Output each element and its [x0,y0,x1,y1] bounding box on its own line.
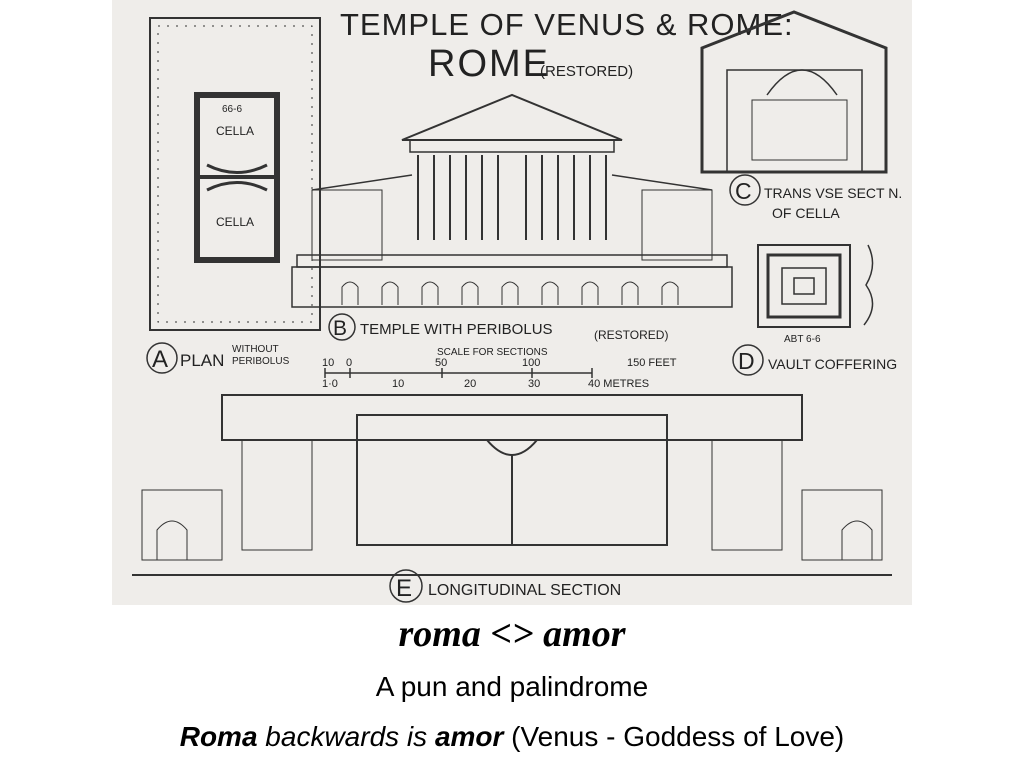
section-e-letter: E [396,575,412,602]
plan-drawing [149,17,321,331]
caption-mid: backwards is [257,721,435,752]
caption-explanation: Roma backwards is amor (Venus - Goddess … [0,719,1024,755]
caption-rest: (Venus - Goddess of Love) [503,721,845,752]
section-c-letter: C [735,178,752,204]
feet-tick-0: 10 [322,357,334,369]
temple-restored: (RESTORED) [594,328,668,342]
temple-letter: B [333,317,347,340]
architectural-plate: TEMPLE OF VENUS & ROME: ROME (RESTORED) … [112,0,912,605]
caption-subtitle: A pun and palindrome [375,671,649,702]
plan-cella-bottom: CELLA [216,215,254,229]
caption-roma: Roma [179,721,258,752]
section-c-label-line1: TRANS VSE SECT N. [764,185,902,201]
metre-tick-4: 40 METRES [588,378,649,390]
feet-tick-1: 0 [346,357,352,369]
caption-amor: amor [434,721,504,752]
transverse-section [700,10,888,174]
plate-heading-line1: TEMPLE OF VENUS & ROME: [340,7,794,42]
metre-tick-0: 1·0 [322,378,338,390]
scale-title: SCALE FOR SECTIONS [437,347,548,358]
section-c-letter-circle [729,174,761,206]
temple-elevation [291,93,733,308]
feet-tick-3: 100 [522,357,540,369]
metre-tick-1: 10 [392,378,404,390]
plan-label: PLAN [180,351,224,370]
section-d-label: VAULT COFFERING [768,356,897,372]
feet-tick-2: 50 [435,357,447,369]
temple-label: TEMPLE WITH PERIBOLUS [360,321,553,338]
metre-tick-3: 30 [528,378,540,390]
vault-coffering [757,244,874,328]
plan-dimension: 66-6 [222,104,242,115]
section-e-letter-circle [389,569,423,603]
section-d-letter: D [738,348,755,374]
plate-heading-restored: (RESTORED) [540,63,633,80]
plan-note2: PERIBOLUS [232,356,290,367]
plan-letter-circle [146,342,178,374]
temple-letter-circle [328,313,356,341]
temple-drawing: TEMPLE OF VENUS & ROME: ROME (RESTORED) … [132,7,902,603]
section-c-label-line2: OF CELLA [772,205,840,221]
section-e-label: LONGITUDINAL SECTION [428,582,621,599]
plan-note1: WITHOUT [232,344,279,355]
caption-title: roma <> amor [398,613,626,655]
metre-tick-2: 20 [464,378,476,390]
longitudinal-section [132,394,892,576]
vault-dimension: ABT 6-6 [784,334,821,345]
plan-letter: A [152,346,168,373]
plate-heading-line2: ROME [428,43,550,85]
section-d-letter-circle [732,344,764,376]
feet-tick-4: 150 FEET [627,357,677,369]
plan-cella-top: CELLA [216,124,254,138]
scale-bar [324,368,593,378]
